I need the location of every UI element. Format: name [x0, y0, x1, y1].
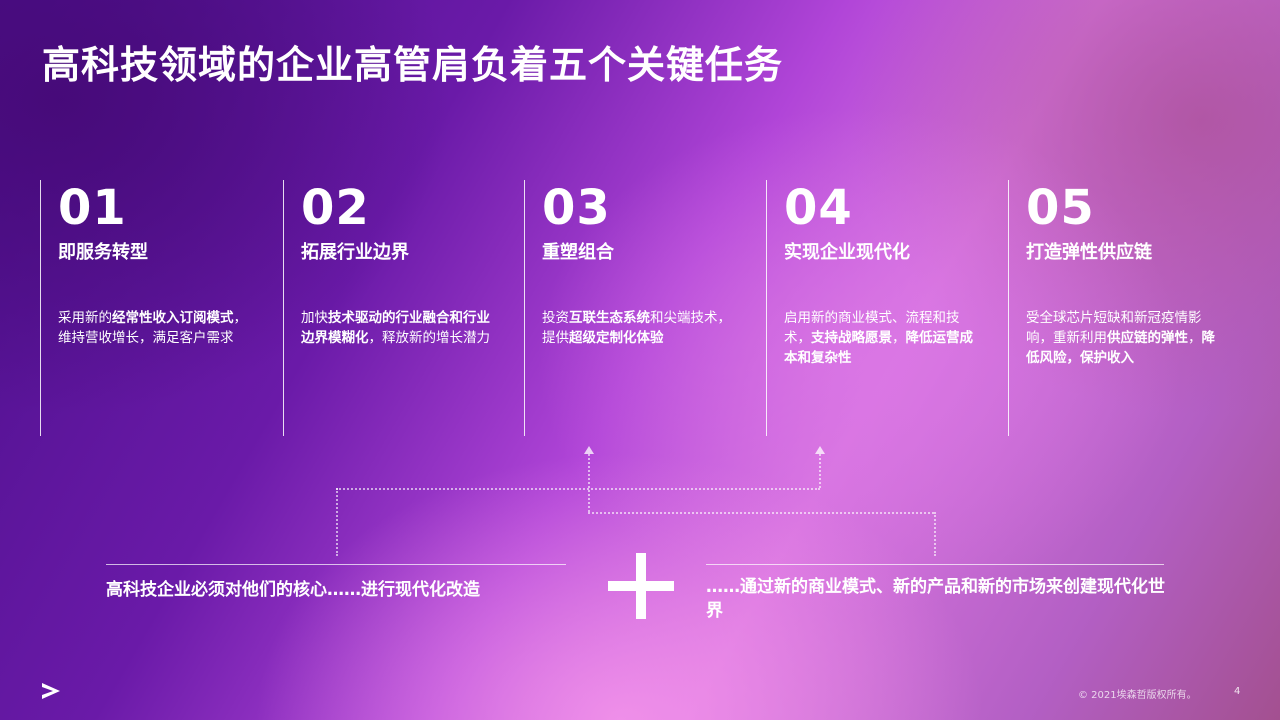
copyright-text: © 2021埃森哲版权所有。: [1078, 690, 1197, 701]
page-title: 高科技领域的企业高管肩负着五个关键任务: [42, 43, 784, 87]
task-heading: 重塑组合: [542, 242, 614, 263]
description-text: ，维持营收增长，满足客户需求: [58, 310, 247, 346]
task-number: 02: [301, 180, 370, 236]
accenture-chevron-icon: [42, 683, 60, 699]
description-text: ，: [1188, 330, 1202, 346]
connector-right-horizontal: [588, 512, 934, 514]
task-column-02: 02 拓展行业边界 加快技术驱动的行业融合和行业边界模糊化，释放新的增长潜力: [283, 180, 513, 436]
emphasis-text: 支持战略愿景: [811, 330, 892, 346]
emphasis-text: 降低风险，保护收入: [1026, 330, 1215, 366]
emphasis-text: 超级定制化体验: [569, 330, 664, 346]
task-description: 受全球芯片短缺和新冠疫情影响，重新利用供应链的弹性，降低风险，保护收入: [1026, 308, 1226, 368]
core-modernization-text: 高科技企业必须对他们的核心……进行现代化改造: [106, 580, 480, 600]
connector-right-vertical: [934, 512, 936, 556]
task-column-05: 05 打造弹性供应链 受全球芯片短缺和新冠疫情影响，重新利用供应链的弹性，降低风…: [1008, 180, 1238, 436]
description-text: ，释放新的增长潜力: [368, 330, 491, 346]
task-column-01: 01 即服务转型 采用新的经常性收入订阅模式，维持营收增长，满足客户需求: [40, 180, 270, 436]
plus-icon: [608, 553, 674, 619]
description-text: 启用新的商业模式、流程和技术，: [784, 310, 960, 346]
task-column-04: 04 实现企业现代化 启用新的商业模式、流程和技术，支持战略愿景，降低运营成本和…: [766, 180, 996, 436]
task-description: 加快技术驱动的行业融合和行业边界模糊化，释放新的增长潜力: [301, 308, 501, 348]
description-text: 受全球芯片短缺和新冠疫情影响，重新利用: [1026, 310, 1202, 346]
emphasis-text: 技术驱动的行业融合和行业边界模糊化: [301, 310, 490, 346]
emphasis-text: 降低运营成本和复杂性: [784, 330, 973, 366]
task-heading: 拓展行业边界: [301, 242, 409, 263]
connector-left-rise: [819, 454, 821, 488]
task-column-03: 03 重塑组合 投资互联生态系统和尖端技术，提供超级定制化体验: [524, 180, 754, 436]
task-description: 启用新的商业模式、流程和技术，支持战略愿景，降低运营成本和复杂性: [784, 308, 984, 368]
description-text: 和尖端技术，提供: [542, 310, 731, 346]
task-description: 投资互联生态系统和尖端技术，提供超级定制化体验: [542, 308, 742, 348]
divider-left: [106, 564, 566, 565]
description-text: 加快: [301, 310, 328, 326]
arrow-up-icon: [815, 446, 825, 454]
description-text: ，: [892, 330, 906, 346]
task-number: 01: [58, 180, 127, 236]
task-number: 04: [784, 180, 853, 236]
modern-world-text: ……通过新的商业模式、新的产品和新的市场来创建现代化世界: [706, 577, 1165, 621]
connector-left-horizontal: [336, 488, 820, 490]
task-number: 03: [542, 180, 611, 236]
task-heading: 实现企业现代化: [784, 242, 910, 263]
page-number: 4: [1234, 686, 1241, 697]
emphasis-text: 供应链的弹性: [1107, 330, 1188, 346]
emphasis-text: 经常性收入订阅模式: [112, 310, 234, 326]
divider-right: [706, 564, 1164, 565]
task-heading: 即服务转型: [58, 242, 148, 263]
emphasis-text: 互联生态系统: [569, 310, 650, 326]
description-text: 采用新的: [58, 310, 112, 326]
task-description: 采用新的经常性收入订阅模式，维持营收增长，满足客户需求: [58, 308, 258, 348]
connector-left-vertical: [336, 488, 338, 556]
task-heading: 打造弹性供应链: [1026, 242, 1152, 263]
arrow-up-icon: [584, 446, 594, 454]
description-text: 投资: [542, 310, 569, 326]
task-number: 05: [1026, 180, 1095, 236]
connector-right-rise: [588, 454, 590, 512]
